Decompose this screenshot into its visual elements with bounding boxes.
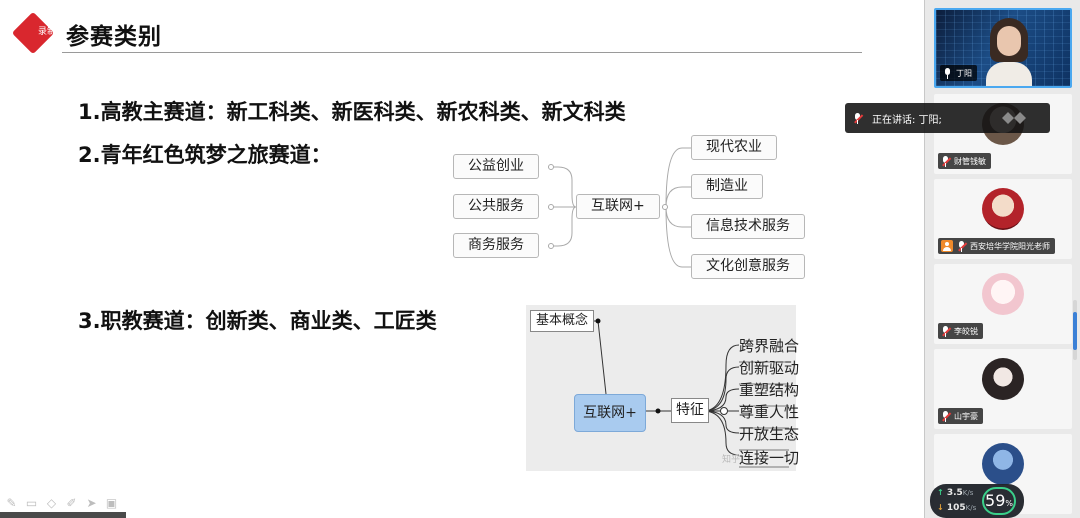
mindmap-right-node: 现代农业 bbox=[691, 135, 777, 160]
participant-tile[interactable]: 山宇豪 bbox=[934, 349, 1072, 429]
mindmap2-leaf: 重塑结构 bbox=[739, 381, 800, 399]
mindmap2-concept-node: 基本概念 bbox=[530, 310, 595, 332]
participant-name: 山宇豪 bbox=[954, 411, 978, 421]
percent-value: 59 bbox=[985, 491, 1006, 510]
percent-sign: % bbox=[1005, 499, 1013, 508]
mindmap2-leaf: 跨界融合 bbox=[739, 337, 800, 355]
mindmap-right-node: 文化创意服务 bbox=[691, 254, 805, 279]
category-line-3: 3.职教赛道：创新类、商业类、工匠类 bbox=[78, 309, 437, 333]
participant-name-bar: 山宇豪 bbox=[938, 408, 983, 424]
mindmap2-feature-node: 特征 bbox=[671, 398, 709, 423]
mindmap2-leaf: 开放生态 bbox=[739, 425, 800, 443]
download-rate: ↓ 105K/s bbox=[937, 503, 976, 513]
highlighter-icon[interactable]: ✐ bbox=[66, 496, 77, 510]
category-line-1: 1.高教主赛道：新工科类、新医科类、新农科类、新文科类 bbox=[78, 100, 626, 124]
slide-title: 参赛类别 bbox=[66, 24, 162, 50]
taskbar-strip bbox=[0, 512, 126, 518]
title-divider bbox=[62, 52, 862, 53]
mic-icon bbox=[853, 112, 863, 124]
participant-tile[interactable]: 西安培华学院阳光老师 bbox=[934, 179, 1072, 259]
download-arrow-icon: ↓ bbox=[937, 503, 944, 512]
participant-name: 丁阳 bbox=[956, 68, 972, 78]
mindmap-center-node: 互联网+ bbox=[576, 194, 660, 219]
mindmap2-center-node: 互联网+ bbox=[574, 394, 646, 432]
pointer-icon[interactable]: ➤ bbox=[86, 496, 97, 510]
participant-name-bar: 丁阳 bbox=[940, 65, 977, 81]
participant-name: 李皎锐 bbox=[954, 326, 978, 336]
upload-arrow-icon: ↑ bbox=[937, 488, 944, 497]
mic-muted-icon bbox=[941, 155, 951, 167]
mic-muted-icon bbox=[941, 325, 951, 337]
mic-muted-icon bbox=[957, 240, 967, 252]
mindmap-right-node: 制造业 bbox=[691, 174, 763, 199]
host-icon bbox=[941, 240, 953, 252]
participant-name-bar: 财管钱敏 bbox=[938, 153, 991, 169]
cpu-percent: 59% bbox=[982, 487, 1016, 515]
speaking-label: 正在讲话: 丁阳; bbox=[872, 114, 942, 126]
mindmap2-leaf: 连接一切 bbox=[739, 449, 800, 467]
mindmap2-leaf: 创新驱动 bbox=[739, 359, 800, 377]
mindmap-internet-plus: 基本概念 互联网+ 特征 跨界融合 创新驱动 重塑结构 尊重人性 开放生态 连接… bbox=[526, 305, 800, 471]
avatar bbox=[982, 443, 1024, 485]
mindmap-left-node: 公益创业 bbox=[453, 154, 539, 179]
participant-name-bar: 李皎锐 bbox=[938, 323, 983, 339]
mindmap-left-node: 公共服务 bbox=[453, 194, 539, 219]
mindmap-red-dream: 公益创业 公共服务 商务服务 互联网+ 现代农业 制造业 信息技术服务 文化创意… bbox=[448, 130, 820, 285]
upload-value: 3.5 bbox=[946, 488, 963, 498]
mindmap2-connectors bbox=[583, 318, 789, 468]
participant-name: 西安培华学院阳光老师 bbox=[970, 241, 1050, 251]
camera-person bbox=[986, 18, 1032, 86]
mindmap-right-node: 信息技术服务 bbox=[691, 214, 805, 239]
upload-rate: ↑ 3.5K/s bbox=[937, 488, 973, 498]
participant-name: 财管钱敏 bbox=[954, 156, 986, 166]
watermark: 知乎 bbox=[722, 455, 741, 465]
avatar bbox=[982, 273, 1024, 315]
network-status-widget[interactable]: ↑ 3.5K/s ↓ 105K/s 59% bbox=[930, 484, 1024, 518]
participant-tile[interactable]: 李皎锐 bbox=[934, 264, 1072, 344]
participants-panel: 丁阳 财管钱敏 西安培华学院阳光老师 李皎锐 bbox=[924, 0, 1080, 518]
category-line-2: 2.青年红色筑梦之旅赛道： bbox=[78, 143, 332, 167]
presentation-slide: 录制中 参赛类别 1.高教主赛道：新工科类、新医科类、新农科类、新文科类 2.青… bbox=[0, 11, 862, 518]
screen-icon[interactable]: ▣ bbox=[105, 496, 118, 510]
participant-name-bar: 西安培华学院阳光老师 bbox=[938, 238, 1055, 254]
mic-muted-icon bbox=[941, 410, 951, 422]
recording-label: 录制中 bbox=[38, 27, 66, 37]
participant-tile-video[interactable]: 丁阳 bbox=[934, 8, 1072, 88]
annotation-toolbar: ✎ ▭ ◇ ✐ ➤ ▣ bbox=[4, 496, 119, 512]
rate-unit: K/s bbox=[962, 489, 974, 497]
speaking-indicator: 正在讲话: 丁阳; bbox=[845, 103, 1050, 133]
mindmap-left-node: 商务服务 bbox=[453, 233, 539, 258]
mindmap-connectors bbox=[548, 147, 691, 268]
avatar bbox=[982, 358, 1024, 400]
diamond-icon bbox=[1002, 112, 1026, 124]
page-icon[interactable]: ▭ bbox=[25, 496, 38, 510]
pen-icon[interactable]: ✎ bbox=[6, 496, 17, 510]
download-value: 105 bbox=[946, 503, 966, 513]
panel-scrollbar-thumb[interactable] bbox=[1073, 312, 1077, 350]
mindmap2-leaf: 尊重人性 bbox=[739, 403, 800, 421]
mic-icon bbox=[943, 67, 952, 79]
eraser-icon[interactable]: ◇ bbox=[46, 496, 57, 510]
rate-unit: K/s bbox=[965, 504, 977, 512]
avatar bbox=[982, 188, 1024, 230]
